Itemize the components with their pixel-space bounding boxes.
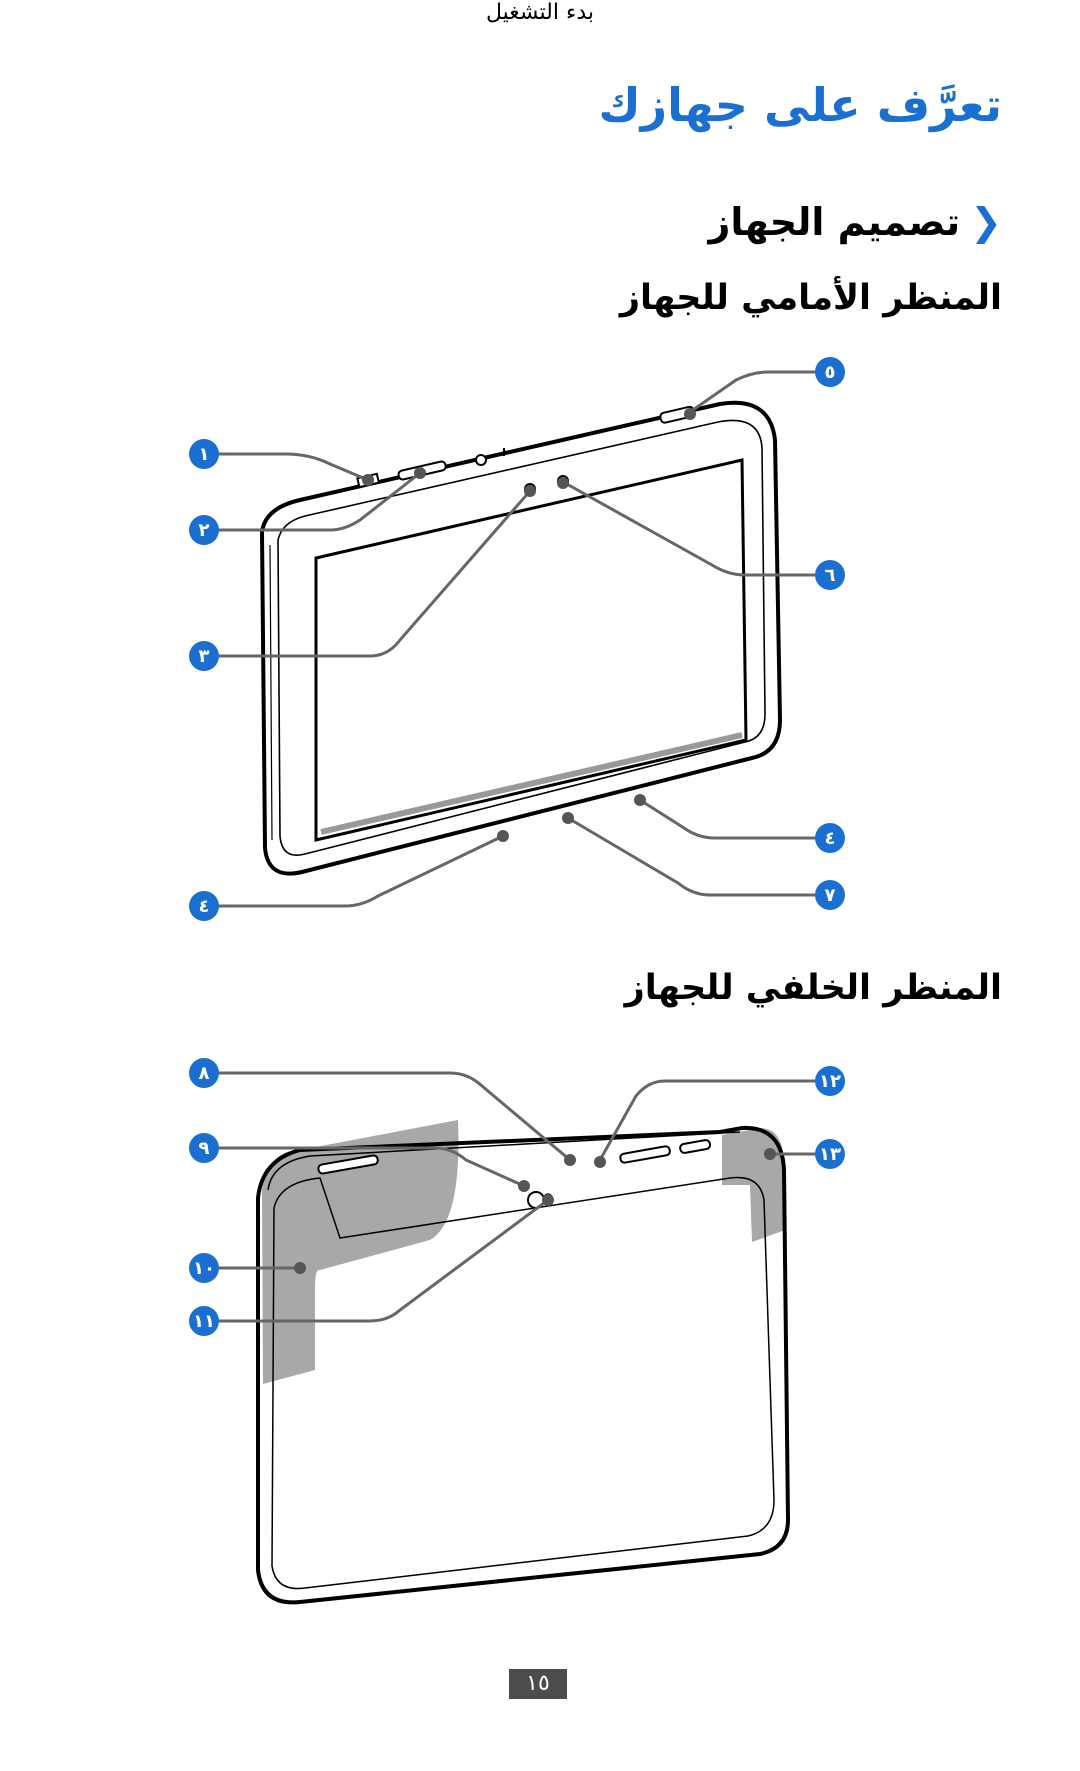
back-tablet-illustration: [256, 1120, 791, 1605]
back-callout-dots: [294, 1148, 776, 1274]
front-view-heading: المنظر الأمامي للجهاز: [619, 278, 1002, 318]
svg-text:٩: ٩: [199, 1138, 210, 1159]
front-tablet-illustration: [259, 400, 783, 876]
front-callout-dots: [362, 408, 696, 842]
section-title-text: تصميم الجهاز: [708, 200, 961, 244]
svg-text:٢: ٢: [199, 520, 210, 541]
front-callout-badge-5: ٥: [815, 357, 845, 387]
svg-text:٤: ٤: [199, 896, 210, 917]
front-callout-badge-1: ١: [189, 439, 219, 469]
svg-text:٧: ٧: [825, 885, 836, 906]
svg-text:١٣: ١٣: [819, 1144, 841, 1165]
svg-text:١٠: ١٠: [193, 1258, 215, 1279]
back-callout-badge-13: ١٣: [815, 1139, 845, 1169]
svg-text:١١: ١١: [193, 1311, 215, 1332]
back-callout-lines: [204, 1071, 820, 1323]
chevron-icon: ❮: [970, 200, 1002, 244]
front-callout-badge-7: ٧: [815, 880, 845, 910]
front-callout-badge-4-left: ٤: [189, 891, 219, 921]
svg-text:١: ١: [199, 444, 210, 465]
svg-text:٨: ٨: [199, 1063, 210, 1084]
svg-text:٤: ٤: [825, 828, 836, 849]
back-callout-badge-8: ٨: [189, 1058, 219, 1088]
front-callout-badge-6: ٦: [815, 560, 845, 590]
front-callout-lines: [204, 370, 820, 908]
back-view-heading: المنظر الخلفي للجهاز: [624, 968, 1002, 1008]
footer-section-label: بدء التشغيل: [485, 0, 594, 25]
page-number: ١٥: [509, 1669, 567, 1699]
svg-text:١٢: ١٢: [819, 1071, 841, 1092]
svg-text:٦: ٦: [825, 565, 836, 586]
section-title: ❮تصميم الجهاز: [709, 200, 1002, 244]
back-callout-badge-9: ٩: [189, 1133, 219, 1163]
svg-text:٥: ٥: [825, 362, 836, 383]
front-callout-badge-4-right: ٤: [815, 823, 845, 853]
front-callout-badge-3: ٣: [189, 641, 219, 671]
front-callout-badge-2: ٢: [189, 515, 219, 545]
back-callout-badge-11: ١١: [189, 1306, 219, 1336]
back-callout-badge-10: ١٠: [189, 1253, 219, 1283]
svg-text:٣: ٣: [199, 646, 210, 667]
page-title: تعرَّف على جهازك: [598, 78, 1003, 132]
back-callout-badge-12: ١٢: [815, 1066, 845, 1096]
